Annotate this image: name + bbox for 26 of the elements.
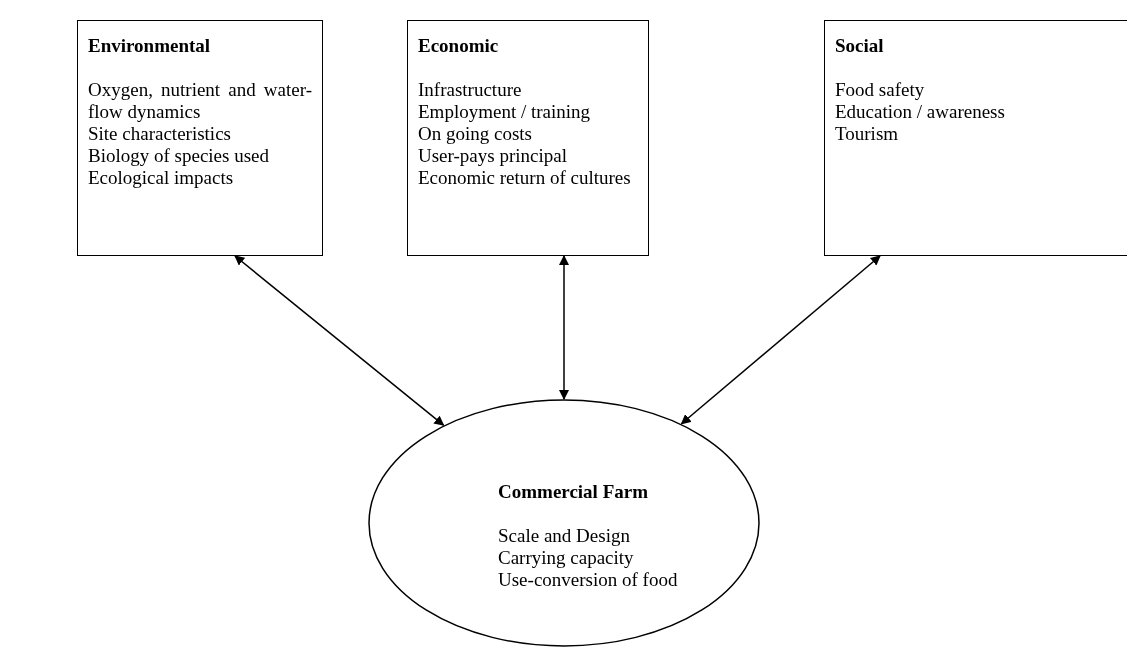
heading: Economic <box>418 35 500 57</box>
list-item: Use-conversion of food <box>498 569 678 591</box>
heading: Commercial Farm <box>498 481 649 503</box>
category-box <box>407 20 649 256</box>
heading: Environmental <box>88 35 212 57</box>
list-item: Scale and Design <box>498 525 631 547</box>
double-arrow <box>680 255 881 425</box>
list-item: Carrying capacity <box>498 547 635 569</box>
double-arrow <box>559 255 569 400</box>
heading: Social <box>835 35 885 57</box>
ellipse-node <box>368 399 760 647</box>
list-item: Food safety <box>835 79 926 101</box>
list-item: User-pays principal <box>418 145 568 167</box>
list-item: Oxygen, nutrient and water-flow dynamics <box>88 79 312 123</box>
category-box <box>824 20 1127 256</box>
list-item: Site characteristics <box>88 123 232 145</box>
list-item: On going costs <box>418 123 533 145</box>
double-arrow <box>234 255 445 426</box>
list-item: Tourism <box>835 123 900 145</box>
list-item: Employment / training <box>418 101 592 123</box>
list-item: Biology of species used <box>88 145 270 167</box>
list-item: Ecological impacts <box>88 167 235 189</box>
list-item: Infrastructure <box>418 79 523 101</box>
list-item: Economic return of cultures <box>418 167 632 189</box>
category-box <box>77 20 323 256</box>
list-item: Education / awareness <box>835 101 1006 123</box>
